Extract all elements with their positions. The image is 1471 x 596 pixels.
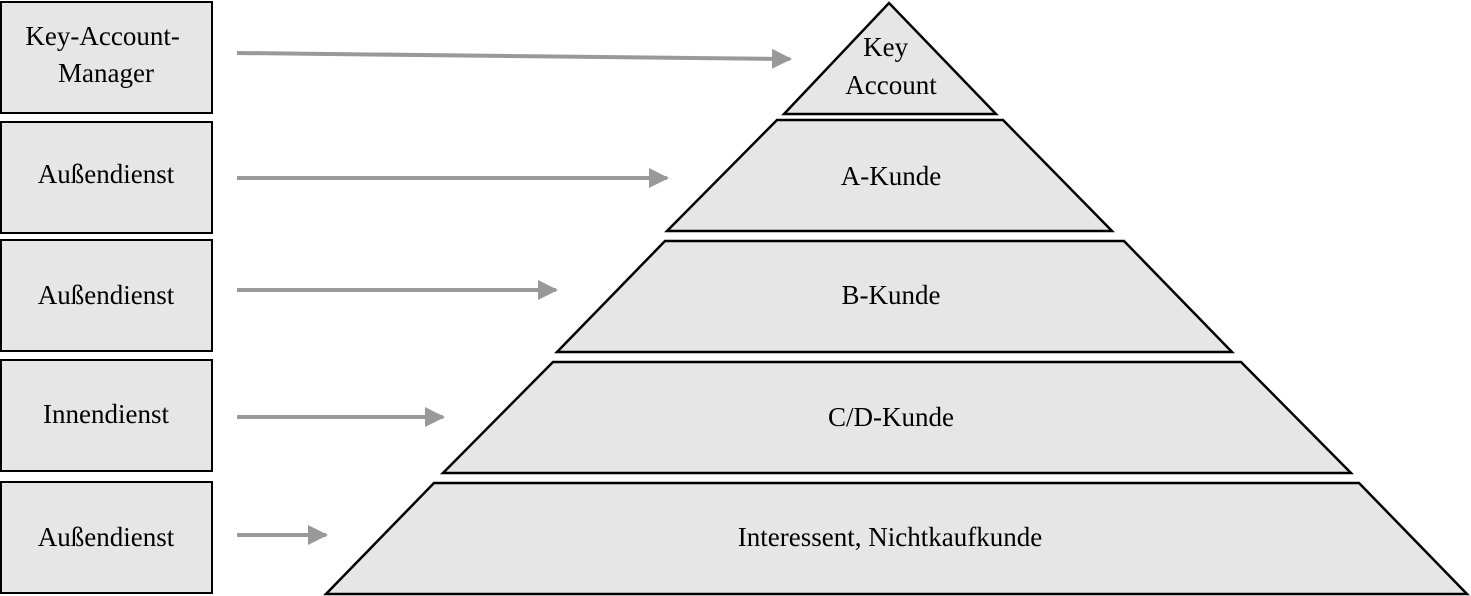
tier-shape: [664, 118, 1115, 233]
tier-shape: [781, 1, 999, 116]
role-label: Außendienst: [38, 522, 175, 552]
tier-label: A-Kunde: [841, 161, 941, 191]
role-box-aussendienst-b: Außendienst: [0, 239, 213, 352]
role-box-aussendienst-interessent: Außendienst: [0, 481, 213, 594]
tier-label: C/D-Kunde: [828, 402, 954, 432]
pyramid-tier-b-kunde: B-Kunde: [554, 239, 1235, 354]
role-label: Innendienst: [43, 399, 169, 429]
pyramid-tier-key-account: Key Account: [781, 1, 999, 116]
pyramid-tier-cd-kunde: C/D-Kunde: [440, 360, 1354, 475]
pyramid-tier-interessent: Interessent, Nichtkaufkunde: [323, 481, 1470, 596]
role-box-frame: [0, 359, 213, 472]
role-box-frame: [0, 481, 213, 594]
tier-label-line-2: Account: [845, 70, 937, 100]
role-box-frame: [0, 1, 213, 114]
role-label: Außendienst: [38, 159, 175, 189]
role-box-aussendienst-a: Außendienst: [0, 121, 213, 234]
tier-shape: [323, 481, 1470, 596]
tier-shape: [440, 360, 1354, 475]
tier-label: Key Account: [845, 32, 937, 100]
role-label-line-1: Key-Account-: [25, 21, 179, 51]
role-label-line-2: Manager: [58, 58, 154, 88]
tier-label-line-1: Key: [863, 32, 908, 62]
tier-shape: [554, 239, 1235, 354]
role-label: Außendienst: [38, 280, 175, 310]
pyramid-tier-a-kunde: A-Kunde: [664, 118, 1115, 233]
tier-label: B-Kunde: [842, 280, 941, 310]
arrow-to-key-account: [236, 48, 792, 69]
role-box-key-account-manager: Key-Account- Manager: [0, 1, 213, 114]
role-box-innendienst: Innendienst: [0, 359, 213, 472]
role-box-frame: [0, 121, 213, 234]
tier-label: Interessent, Nichtkaufkunde: [738, 522, 1042, 552]
role-box-frame: [0, 239, 213, 352]
role-label: Key-Account- Manager: [25, 21, 186, 88]
